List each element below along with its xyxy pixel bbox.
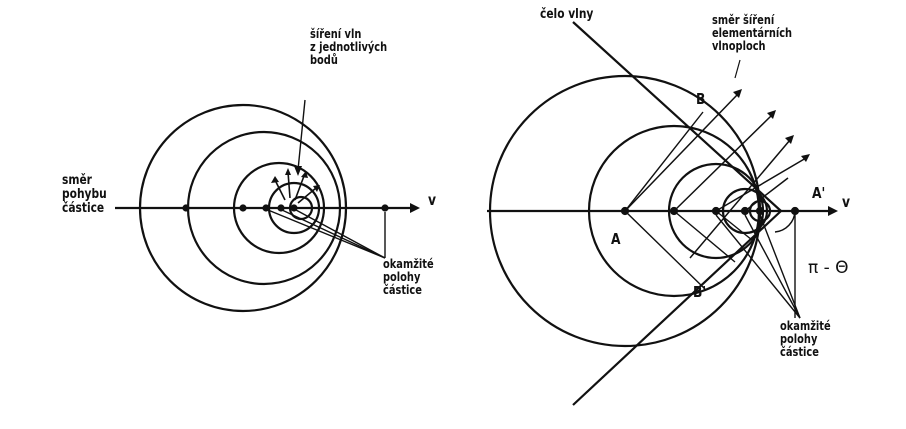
right-direction-label: směr šíření elementárních vlnoploch xyxy=(712,13,793,53)
right-positions-label: okamžité polohy částice xyxy=(780,319,831,359)
right-axis-v-label: v xyxy=(842,193,851,211)
right-circle-5 xyxy=(748,199,772,223)
left-circle-1 xyxy=(138,103,348,313)
left-circle-3 xyxy=(232,161,326,255)
left-pos-dot-4 xyxy=(277,204,285,212)
left-pos-dot-5 xyxy=(290,204,298,212)
angle-label: π - Θ xyxy=(808,258,849,278)
left-propagation-label: šíření vln z jednotlivých bodů xyxy=(310,27,388,67)
point-B-prime-label: B' xyxy=(693,283,707,301)
left-pos-dot-6 xyxy=(381,204,389,212)
wavefront-upper xyxy=(572,21,782,212)
point-B-label: B xyxy=(696,90,706,108)
left-axis-v-label: v xyxy=(428,191,437,209)
left-positions-label: okamžité polohy částice xyxy=(383,257,434,297)
point-A-label: A xyxy=(611,230,621,248)
left-axis-arrow xyxy=(410,203,420,213)
left-direction-label: směr pohybu částice xyxy=(62,173,107,216)
right-axis-arrow xyxy=(828,206,838,216)
left-pos-dot-2 xyxy=(239,204,247,212)
left-pos-dot-3 xyxy=(262,204,270,212)
left-pos-dot-1 xyxy=(182,204,190,212)
wavefront-label: čelo vlny xyxy=(540,7,594,22)
wavefront-lower xyxy=(572,210,782,406)
point-A-prime-label: A' xyxy=(812,184,826,202)
right-circle-4 xyxy=(721,187,769,235)
